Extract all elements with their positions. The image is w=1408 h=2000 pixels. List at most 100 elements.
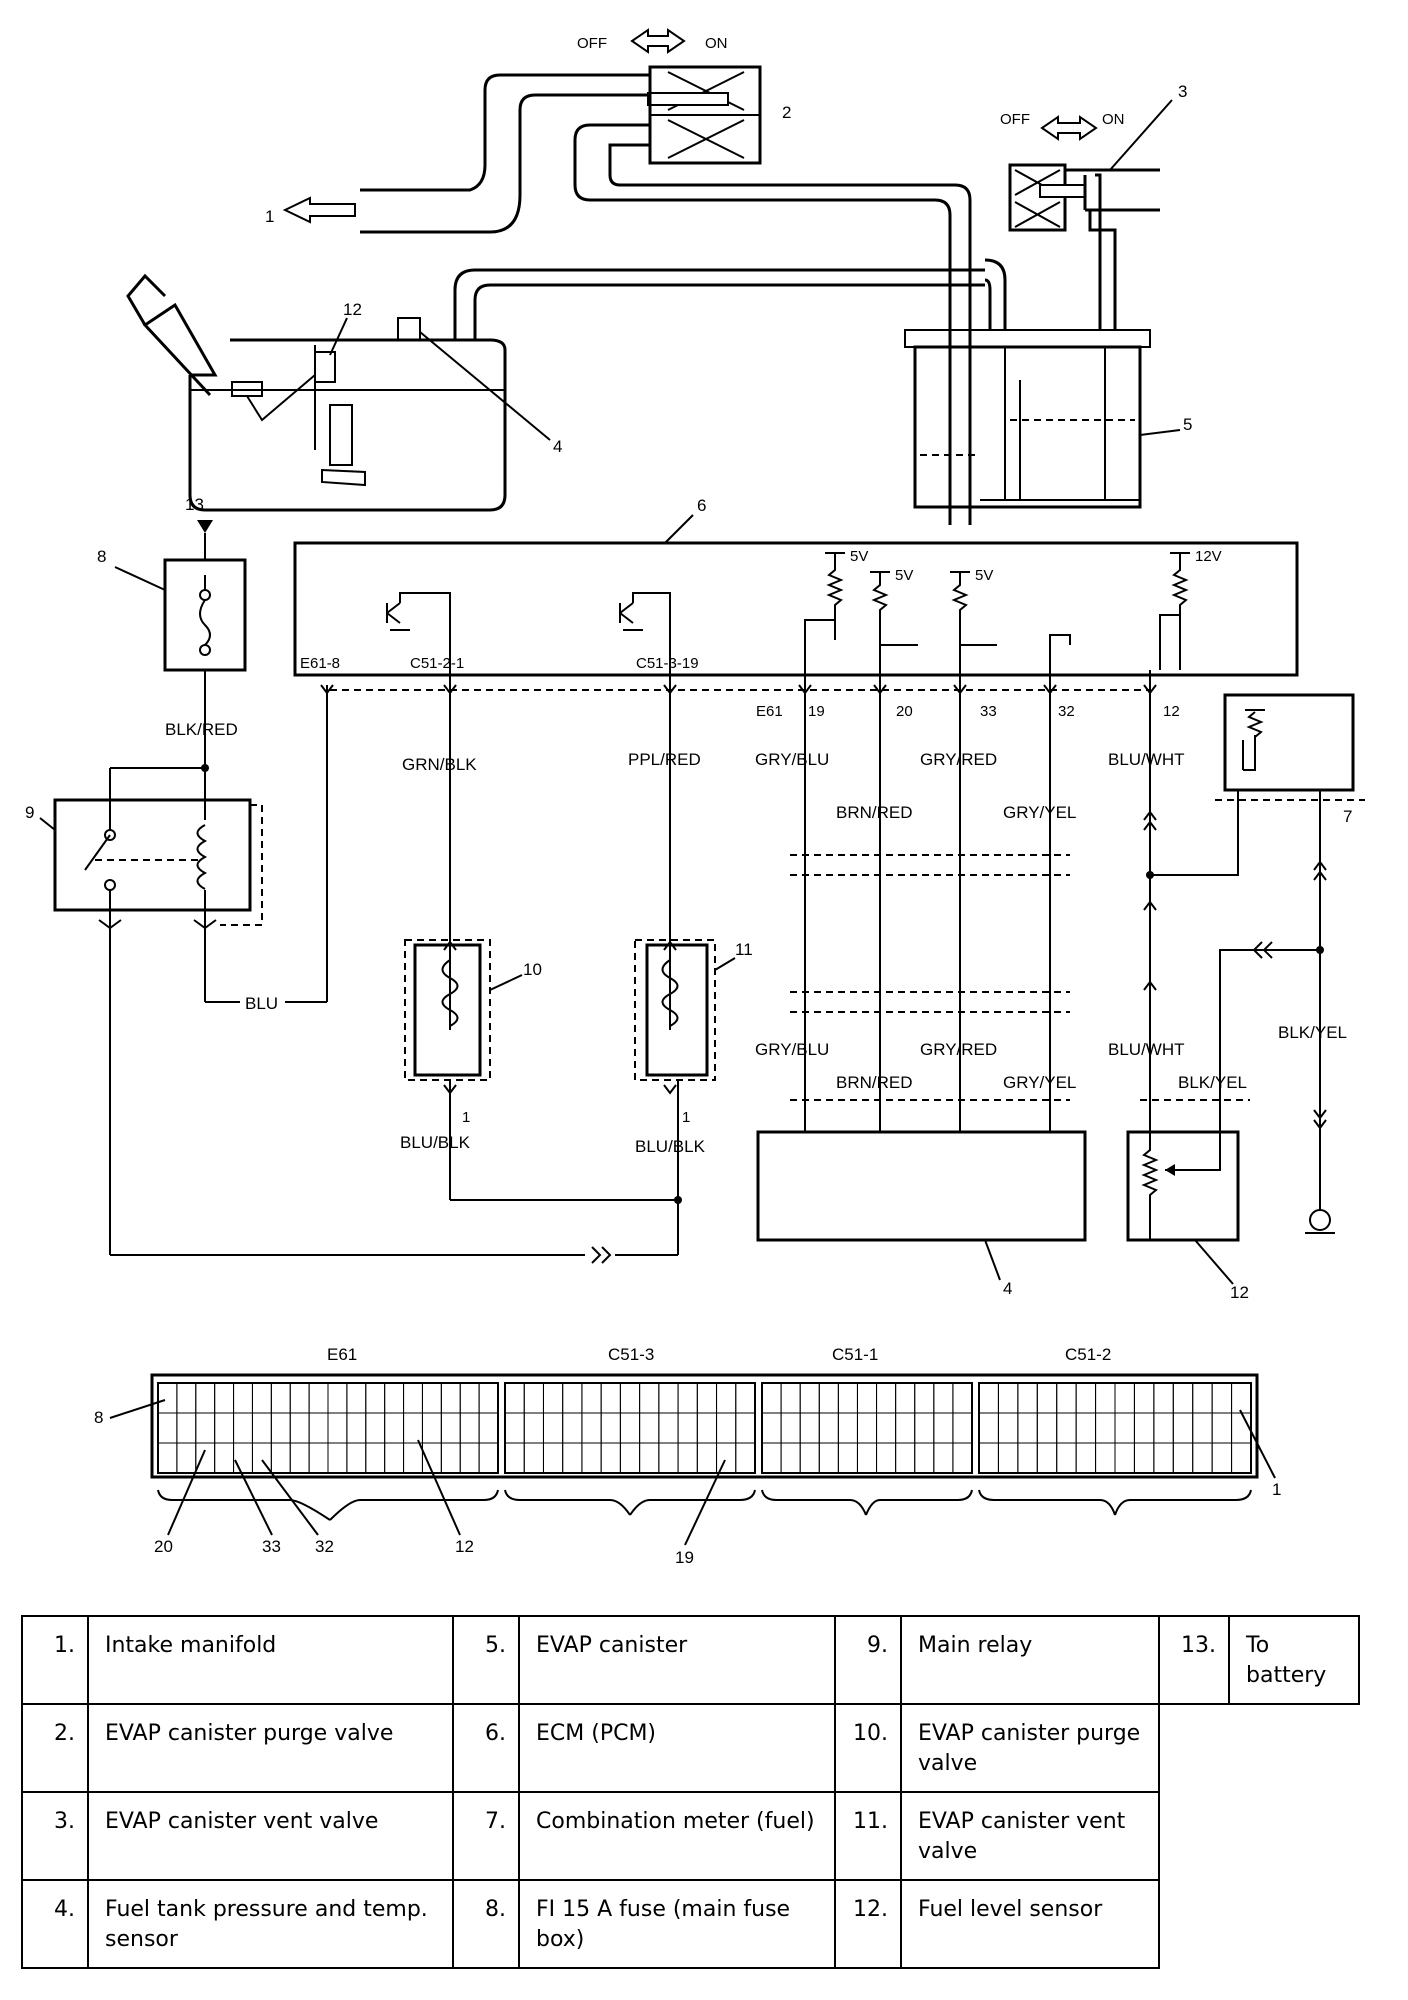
connector-pin bbox=[421, 1382, 442, 1414]
connector-pin bbox=[562, 1412, 583, 1444]
wire-gry-yel-bottom: GRY/YEL bbox=[1003, 1073, 1076, 1092]
legend-table: 1. Intake manifold 5. EVAP canister 9. M… bbox=[21, 1615, 1360, 1969]
connector-pin bbox=[1114, 1382, 1135, 1414]
connector-pin bbox=[308, 1382, 329, 1414]
legend-num: 5. bbox=[452, 1615, 520, 1705]
evap-hose-system bbox=[126, 65, 1181, 525]
connector-pin bbox=[1056, 1382, 1077, 1414]
connector-pin bbox=[346, 1412, 367, 1444]
pin-label-8: 8 bbox=[94, 1408, 103, 1427]
connector-pin bbox=[856, 1382, 878, 1414]
connector-pin bbox=[1133, 1442, 1155, 1474]
wire-gry-red-top: GRY/RED bbox=[920, 750, 997, 769]
connector-pin bbox=[876, 1382, 897, 1414]
legend-num: 12. bbox=[834, 1879, 902, 1969]
legend-text: Main relay bbox=[900, 1615, 1160, 1705]
callout-5: 5 bbox=[1183, 415, 1192, 434]
callout-2: 2 bbox=[782, 103, 791, 122]
connector-pin bbox=[818, 1412, 839, 1444]
connector-pin bbox=[308, 1412, 329, 1444]
connector-pin bbox=[1172, 1442, 1194, 1474]
callout-13: 13 bbox=[185, 495, 204, 514]
connector-pin bbox=[384, 1382, 405, 1414]
connector-pin bbox=[735, 1442, 756, 1474]
connector-pin bbox=[856, 1412, 878, 1444]
connector-pin bbox=[1172, 1382, 1194, 1414]
connector-pin bbox=[876, 1442, 897, 1474]
connector-pin bbox=[1075, 1442, 1097, 1474]
connector-pin bbox=[856, 1442, 878, 1474]
wire-gry-yel-top: GRY/YEL bbox=[1003, 803, 1076, 822]
connector-pin bbox=[696, 1382, 718, 1414]
connector-pin bbox=[440, 1382, 461, 1414]
connector-pin bbox=[214, 1412, 235, 1444]
vent-off-label: OFF bbox=[1000, 111, 1030, 128]
ecm-5v-3: 5V bbox=[975, 567, 993, 584]
connector-pin bbox=[195, 1442, 216, 1474]
connector-pin bbox=[600, 1442, 621, 1474]
connector-pin bbox=[1095, 1412, 1116, 1444]
legend-num: 6. bbox=[452, 1703, 520, 1793]
terminal-e61-8: E61-8 bbox=[300, 655, 340, 672]
connector-pin bbox=[581, 1442, 602, 1474]
connector-pin bbox=[214, 1382, 235, 1414]
legend-num: 9. bbox=[834, 1615, 902, 1705]
wire-brn-red-top: BRN/RED bbox=[836, 803, 913, 822]
connector-pin bbox=[952, 1382, 973, 1414]
terminal-33: 33 bbox=[980, 703, 997, 720]
connector-pin bbox=[677, 1442, 698, 1474]
connector-pin bbox=[403, 1442, 423, 1474]
connector-pin bbox=[157, 1412, 178, 1444]
legend-text: FI 15 A fuse (main fuse box) bbox=[518, 1879, 836, 1969]
legend-text: To battery bbox=[1228, 1615, 1360, 1705]
connector-pin bbox=[459, 1412, 480, 1444]
pin-label-1: 1 bbox=[1272, 1480, 1281, 1499]
connector-pin bbox=[327, 1442, 348, 1474]
connector-pin bbox=[327, 1382, 348, 1414]
wire-gry-blu-top: GRY/BLU bbox=[755, 750, 829, 769]
connector-pin bbox=[251, 1382, 272, 1414]
connector-pin bbox=[542, 1412, 564, 1444]
connector-pin bbox=[1017, 1382, 1038, 1414]
connector-pin bbox=[289, 1412, 310, 1444]
legend-num: 7. bbox=[452, 1791, 520, 1881]
connector-pin bbox=[799, 1412, 820, 1444]
legend-row: 4. Fuel tank pressure and temp. sensor 8… bbox=[21, 1879, 1359, 1969]
connector-pin bbox=[289, 1442, 310, 1474]
terminal-c51-3-19: C51-3-19 bbox=[636, 655, 699, 672]
connector-pin bbox=[478, 1412, 499, 1444]
connector-pin bbox=[1211, 1442, 1233, 1474]
evap-wiring-diagram: OFF ON OFF ON 1 2 3 4 5 12 6 bbox=[25, 28, 1365, 1567]
legend-text: EVAP canister purge valve bbox=[87, 1703, 454, 1793]
connector-pin bbox=[658, 1382, 679, 1414]
connector-pin bbox=[1153, 1382, 1174, 1414]
connector-pin bbox=[176, 1442, 197, 1474]
fuel-tank bbox=[126, 268, 985, 512]
connector-pin bbox=[1172, 1412, 1194, 1444]
terminal-19: 19 bbox=[808, 703, 825, 720]
connector-pin bbox=[997, 1442, 1019, 1474]
connector-pin bbox=[1192, 1442, 1213, 1474]
connector-pin bbox=[933, 1412, 954, 1444]
connector-pin bbox=[542, 1442, 564, 1474]
connector-pin bbox=[1133, 1382, 1155, 1414]
wire-gry-red-bottom: GRY/RED bbox=[920, 1040, 997, 1059]
legend-num: 4. bbox=[21, 1879, 89, 1969]
connector-pin bbox=[1192, 1412, 1213, 1444]
connector-header-c51-3: C51-3 bbox=[608, 1345, 654, 1364]
wire-runs bbox=[53, 520, 1365, 1256]
connector-pin bbox=[914, 1412, 935, 1444]
connector-pin bbox=[440, 1412, 461, 1444]
connector-pin bbox=[619, 1442, 641, 1474]
connector-pin bbox=[421, 1412, 442, 1444]
connector-pin bbox=[600, 1412, 621, 1444]
connector-pin bbox=[581, 1382, 602, 1414]
connector-pin bbox=[459, 1442, 480, 1474]
connector-pin bbox=[504, 1382, 525, 1414]
callout-3: 3 bbox=[1178, 82, 1187, 101]
connector-pin bbox=[270, 1382, 291, 1414]
connector-pin bbox=[799, 1382, 820, 1414]
legend-num: 11. bbox=[834, 1791, 902, 1881]
legend-text: Intake manifold bbox=[87, 1615, 454, 1705]
callout-6: 6 bbox=[697, 496, 706, 515]
